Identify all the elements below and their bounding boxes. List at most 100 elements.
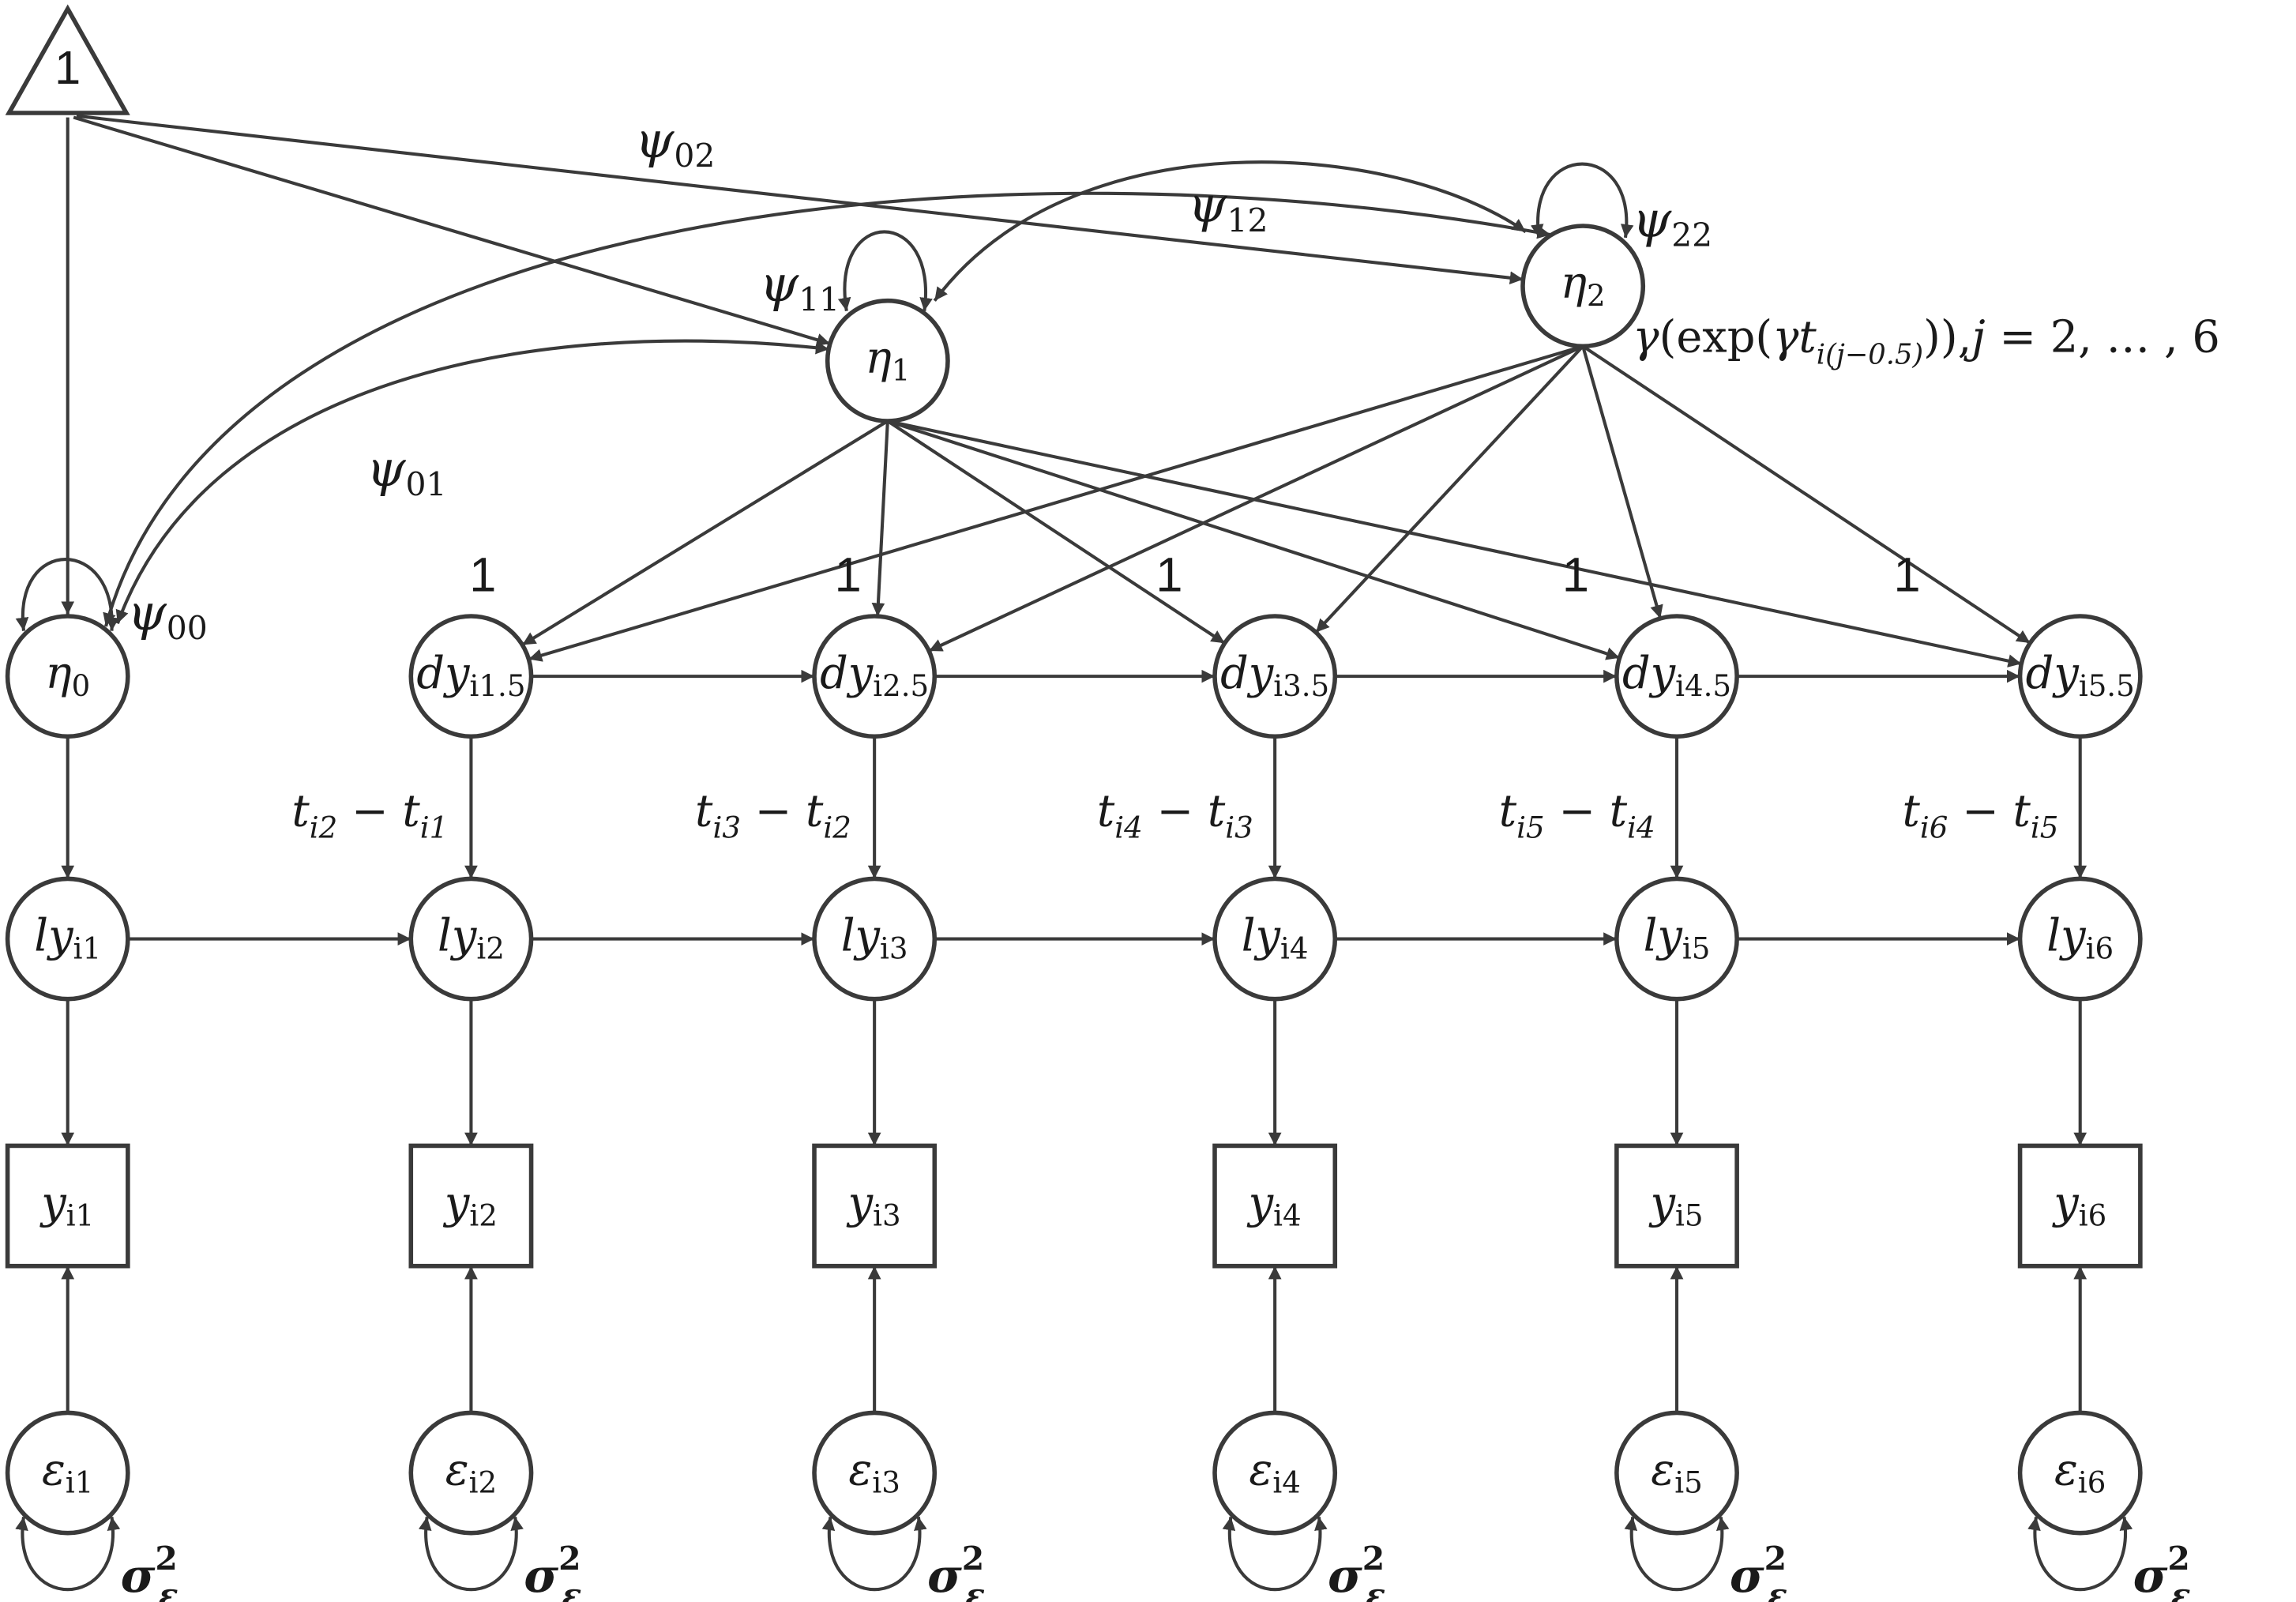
eta2-to-dy-path <box>1314 344 1584 634</box>
ly-node-5: lyi5 <box>1614 876 1739 1002</box>
y-observed-node-5-box <box>1614 1143 1739 1269</box>
constant-triangle-node: 1 <box>5 4 130 115</box>
eta2-to-dy-path <box>1582 344 2031 645</box>
eta2-node-circle <box>1520 224 1646 349</box>
psi12-covariance-path <box>933 160 1527 302</box>
eta2-node: η2 <box>1520 224 1646 349</box>
psi12-label: ψ12 <box>1188 175 1268 239</box>
ly-node-2-circle <box>408 876 534 1002</box>
dy-node-2-circle <box>812 614 938 739</box>
y-observed-node-3-box <box>812 1143 938 1269</box>
residual-variance-loop <box>418 1516 524 1592</box>
eta1-node-circle <box>825 298 950 423</box>
dy-loading-one-label: 1 <box>1156 547 1182 601</box>
mean-path-eta2 <box>76 114 1524 285</box>
eps-node-4-label: εi4 <box>1249 1444 1300 1499</box>
ly-node-2: lyi2 <box>408 876 534 1002</box>
eps-node-3-label: εi3 <box>848 1444 900 1499</box>
y-observed-node-4: yi4 <box>1212 1143 1338 1269</box>
dy-node-1-label: dyi1.5 <box>416 648 525 703</box>
ly-node-5-circle <box>1614 876 1739 1002</box>
dy-loading-one-label: 1 <box>1562 547 1589 601</box>
ly-node-4: lyi4 <box>1212 876 1338 1002</box>
y-observed-node-5-label: yi5 <box>1648 1177 1704 1232</box>
eta2-to-dy-path <box>528 344 1584 662</box>
time-diff-label: ti6 − ti5 <box>1902 786 2058 845</box>
time-diff-label: ti5 − ti4 <box>1499 786 1655 845</box>
eps-node-3: εi3 <box>812 1410 938 1536</box>
residual-variance-loop <box>1222 1516 1328 1592</box>
residual-variance-loop <box>2027 1516 2133 1592</box>
eta1-to-dy-path <box>887 419 2022 668</box>
psi11-label: ψ11 <box>760 254 840 319</box>
ly-node-1-label: lyi1 <box>34 910 101 965</box>
ly-node-6: lyi6 <box>2017 876 2143 1002</box>
ly-node-2-label: lyi2 <box>438 910 505 965</box>
dy-loading-one-label: 1 <box>835 547 862 601</box>
dy-node-5-circle <box>2017 614 2143 739</box>
psi22-variance-loop <box>1530 162 1634 239</box>
residual-variance-loop <box>821 1516 927 1592</box>
mean-path-eta1 <box>73 115 831 347</box>
ly-node-3: lyi3 <box>812 876 938 1002</box>
ly-node-5-label: lyi5 <box>1644 910 1711 965</box>
eps-node-5-label: εi5 <box>1651 1444 1702 1499</box>
eps-node-6-circle <box>2017 1410 2143 1536</box>
constant-label: 1 <box>54 41 81 94</box>
edges-layer <box>15 114 2133 1592</box>
eta1-node-label: η1 <box>865 332 910 387</box>
ly-node-3-circle <box>812 876 938 1002</box>
dy-node-2: dyi2.5 <box>812 614 938 739</box>
eta1-to-dy-path <box>886 419 1226 645</box>
eta1-to-dy-path <box>871 420 889 617</box>
y-observed-node-4-label: yi4 <box>1246 1177 1302 1232</box>
time-diff-label: ti3 − ti2 <box>695 786 851 845</box>
dy-node-4: dyi4.5 <box>1614 614 1739 739</box>
eps-node-2: εi2 <box>408 1410 534 1536</box>
eps-node-1-label: εi1 <box>42 1444 93 1499</box>
y-observed-node-3: yi3 <box>812 1143 938 1269</box>
ly-node-1-circle <box>5 876 130 1002</box>
y-observed-node-6-box <box>2017 1143 2143 1269</box>
y-observed-node-2-box <box>408 1143 534 1269</box>
ly-node-6-circle <box>2017 876 2143 1002</box>
nodes-layer: 1 η0 η1 η2 dyi1.5 dyi2.5 dyi3.5 dyi4.5 dyi5.5 lyi… <box>5 4 2143 1536</box>
eps-node-4: εi4 <box>1212 1410 1338 1536</box>
eps-node-1-circle <box>5 1410 130 1536</box>
dy-loading-one-label: 1 <box>1894 547 1921 601</box>
eps-node-3-circle <box>812 1410 938 1536</box>
eps-node-1: εi1 <box>5 1410 130 1536</box>
psi00-label: ψ00 <box>127 583 208 648</box>
ly-node-4-circle <box>1212 876 1338 1002</box>
ly-node-6-label: lyi6 <box>2046 910 2114 965</box>
y-observed-node-3-label: yi3 <box>846 1177 901 1232</box>
dy-node-3-label: dyi3.5 <box>1220 648 1329 703</box>
eps-node-4-circle <box>1212 1410 1338 1536</box>
eta0-node-circle <box>5 614 130 739</box>
dy-node-5-label: dyi5.5 <box>2026 648 2135 703</box>
time-diff-label: ti4 − ti3 <box>1097 786 1253 845</box>
ly-node-3-label: lyi3 <box>841 910 908 965</box>
y-observed-node-6-label: yi6 <box>2051 1177 2106 1232</box>
eps-node-2-circle <box>408 1410 534 1536</box>
dy-node-4-circle <box>1614 614 1739 739</box>
eta0-node-label: η0 <box>45 648 90 703</box>
eps-node-6: εi6 <box>2017 1410 2143 1536</box>
y-observed-node-1-label: yi1 <box>39 1177 94 1232</box>
eps-node-6-label: εi6 <box>2054 1444 2106 1499</box>
eps-node-5-circle <box>1614 1410 1739 1536</box>
eta0-node: η0 <box>5 614 130 739</box>
y-observed-node-2: yi2 <box>408 1143 534 1269</box>
eta2-loading-label: γ(exp(γti(j−0.5))),j = 2, … , 6 <box>1633 312 2220 371</box>
dy-loading-one-label: 1 <box>469 547 496 601</box>
dy-node-1: dyi1.5 <box>408 614 534 739</box>
eta1-to-dy-path <box>521 419 889 647</box>
residual-variance-loop <box>1624 1516 1730 1592</box>
